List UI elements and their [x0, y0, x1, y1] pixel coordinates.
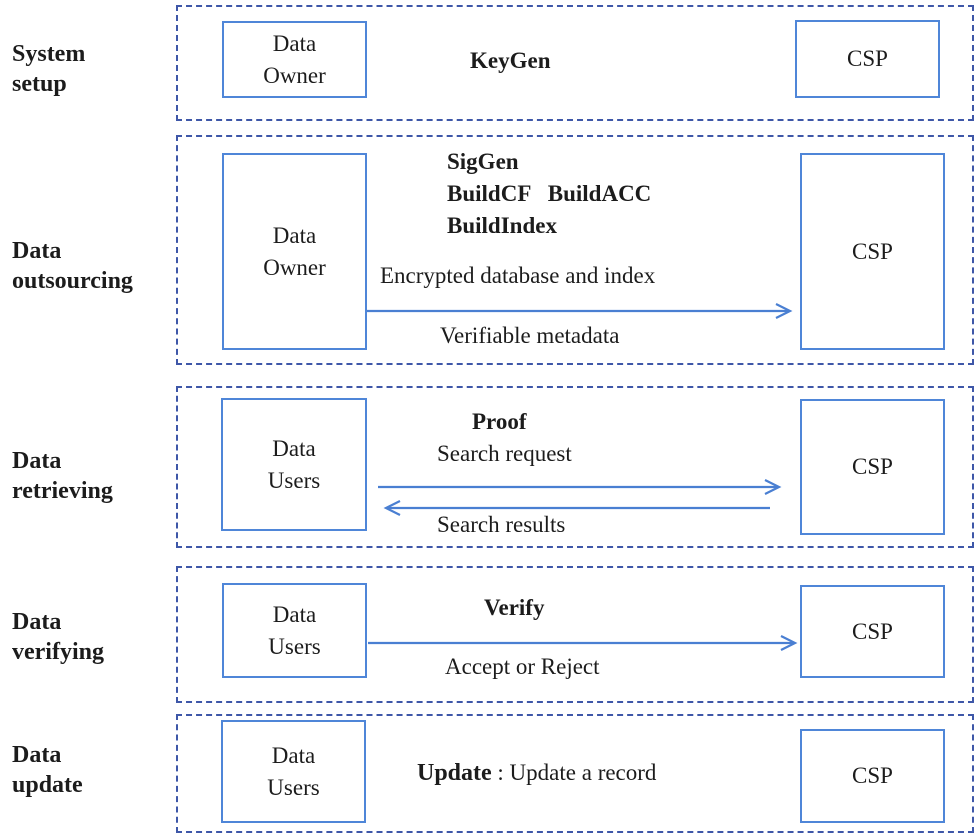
csp-box: CSP: [800, 153, 945, 350]
update-algorithm-line: Update : Update a record: [417, 759, 656, 787]
panel-system-setup: [176, 5, 974, 121]
encrypted-database-message: Encrypted database and index: [380, 263, 656, 288]
panel-data-retrieving: [176, 386, 974, 548]
buildcf-buildacc-algorithm-label: BuildCF BuildACC: [447, 181, 652, 206]
verify-algorithm-label: Verify: [484, 595, 545, 620]
stage-label-data-retrieving: Data retrieving: [12, 448, 113, 504]
outsourcing-algorithms-label: SigGen BuildCF BuildACC BuildIndex: [447, 146, 651, 242]
search-results-message: Search results: [437, 512, 566, 537]
accept-or-reject-message: Accept or Reject: [445, 654, 600, 679]
panel-data-verifying: [176, 566, 974, 703]
right-arrow-icon: [368, 635, 798, 651]
csp-box: CSP: [800, 729, 945, 823]
verifiable-metadata-message: Verifiable metadata: [440, 323, 620, 348]
stage-label-data-update: Data update: [12, 742, 83, 798]
buildindex-algorithm-label: BuildIndex: [447, 213, 557, 238]
stage-label-data-verifying: Data verifying: [12, 609, 104, 665]
update-description: : Update a record: [491, 760, 657, 785]
right-arrow-icon: [367, 303, 793, 319]
left-arrow-icon: [383, 500, 770, 516]
right-arrow-icon: [378, 479, 782, 495]
csp-box: CSP: [800, 399, 945, 535]
data-users-box: Data Users: [222, 583, 367, 678]
data-users-box: Data Users: [221, 720, 366, 823]
proof-algorithm-label: Proof: [472, 409, 527, 434]
stage-label-system-setup: System setup: [12, 41, 86, 97]
csp-box: CSP: [795, 20, 940, 98]
data-owner-box: Data Owner: [222, 21, 367, 98]
siggen-algorithm-label: SigGen: [447, 149, 519, 174]
data-owner-box: Data Owner: [222, 153, 367, 350]
panel-data-update: [176, 714, 974, 833]
stage-label-data-outsourcing: Data outsourcing: [12, 238, 133, 294]
keygen-algorithm-label: KeyGen: [470, 48, 551, 73]
panel-data-outsourcing: [176, 135, 974, 365]
update-algorithm-label: Update: [417, 760, 492, 786]
data-users-box: Data Users: [221, 398, 367, 531]
search-request-message: Search request: [437, 441, 572, 466]
csp-box: CSP: [800, 585, 945, 678]
